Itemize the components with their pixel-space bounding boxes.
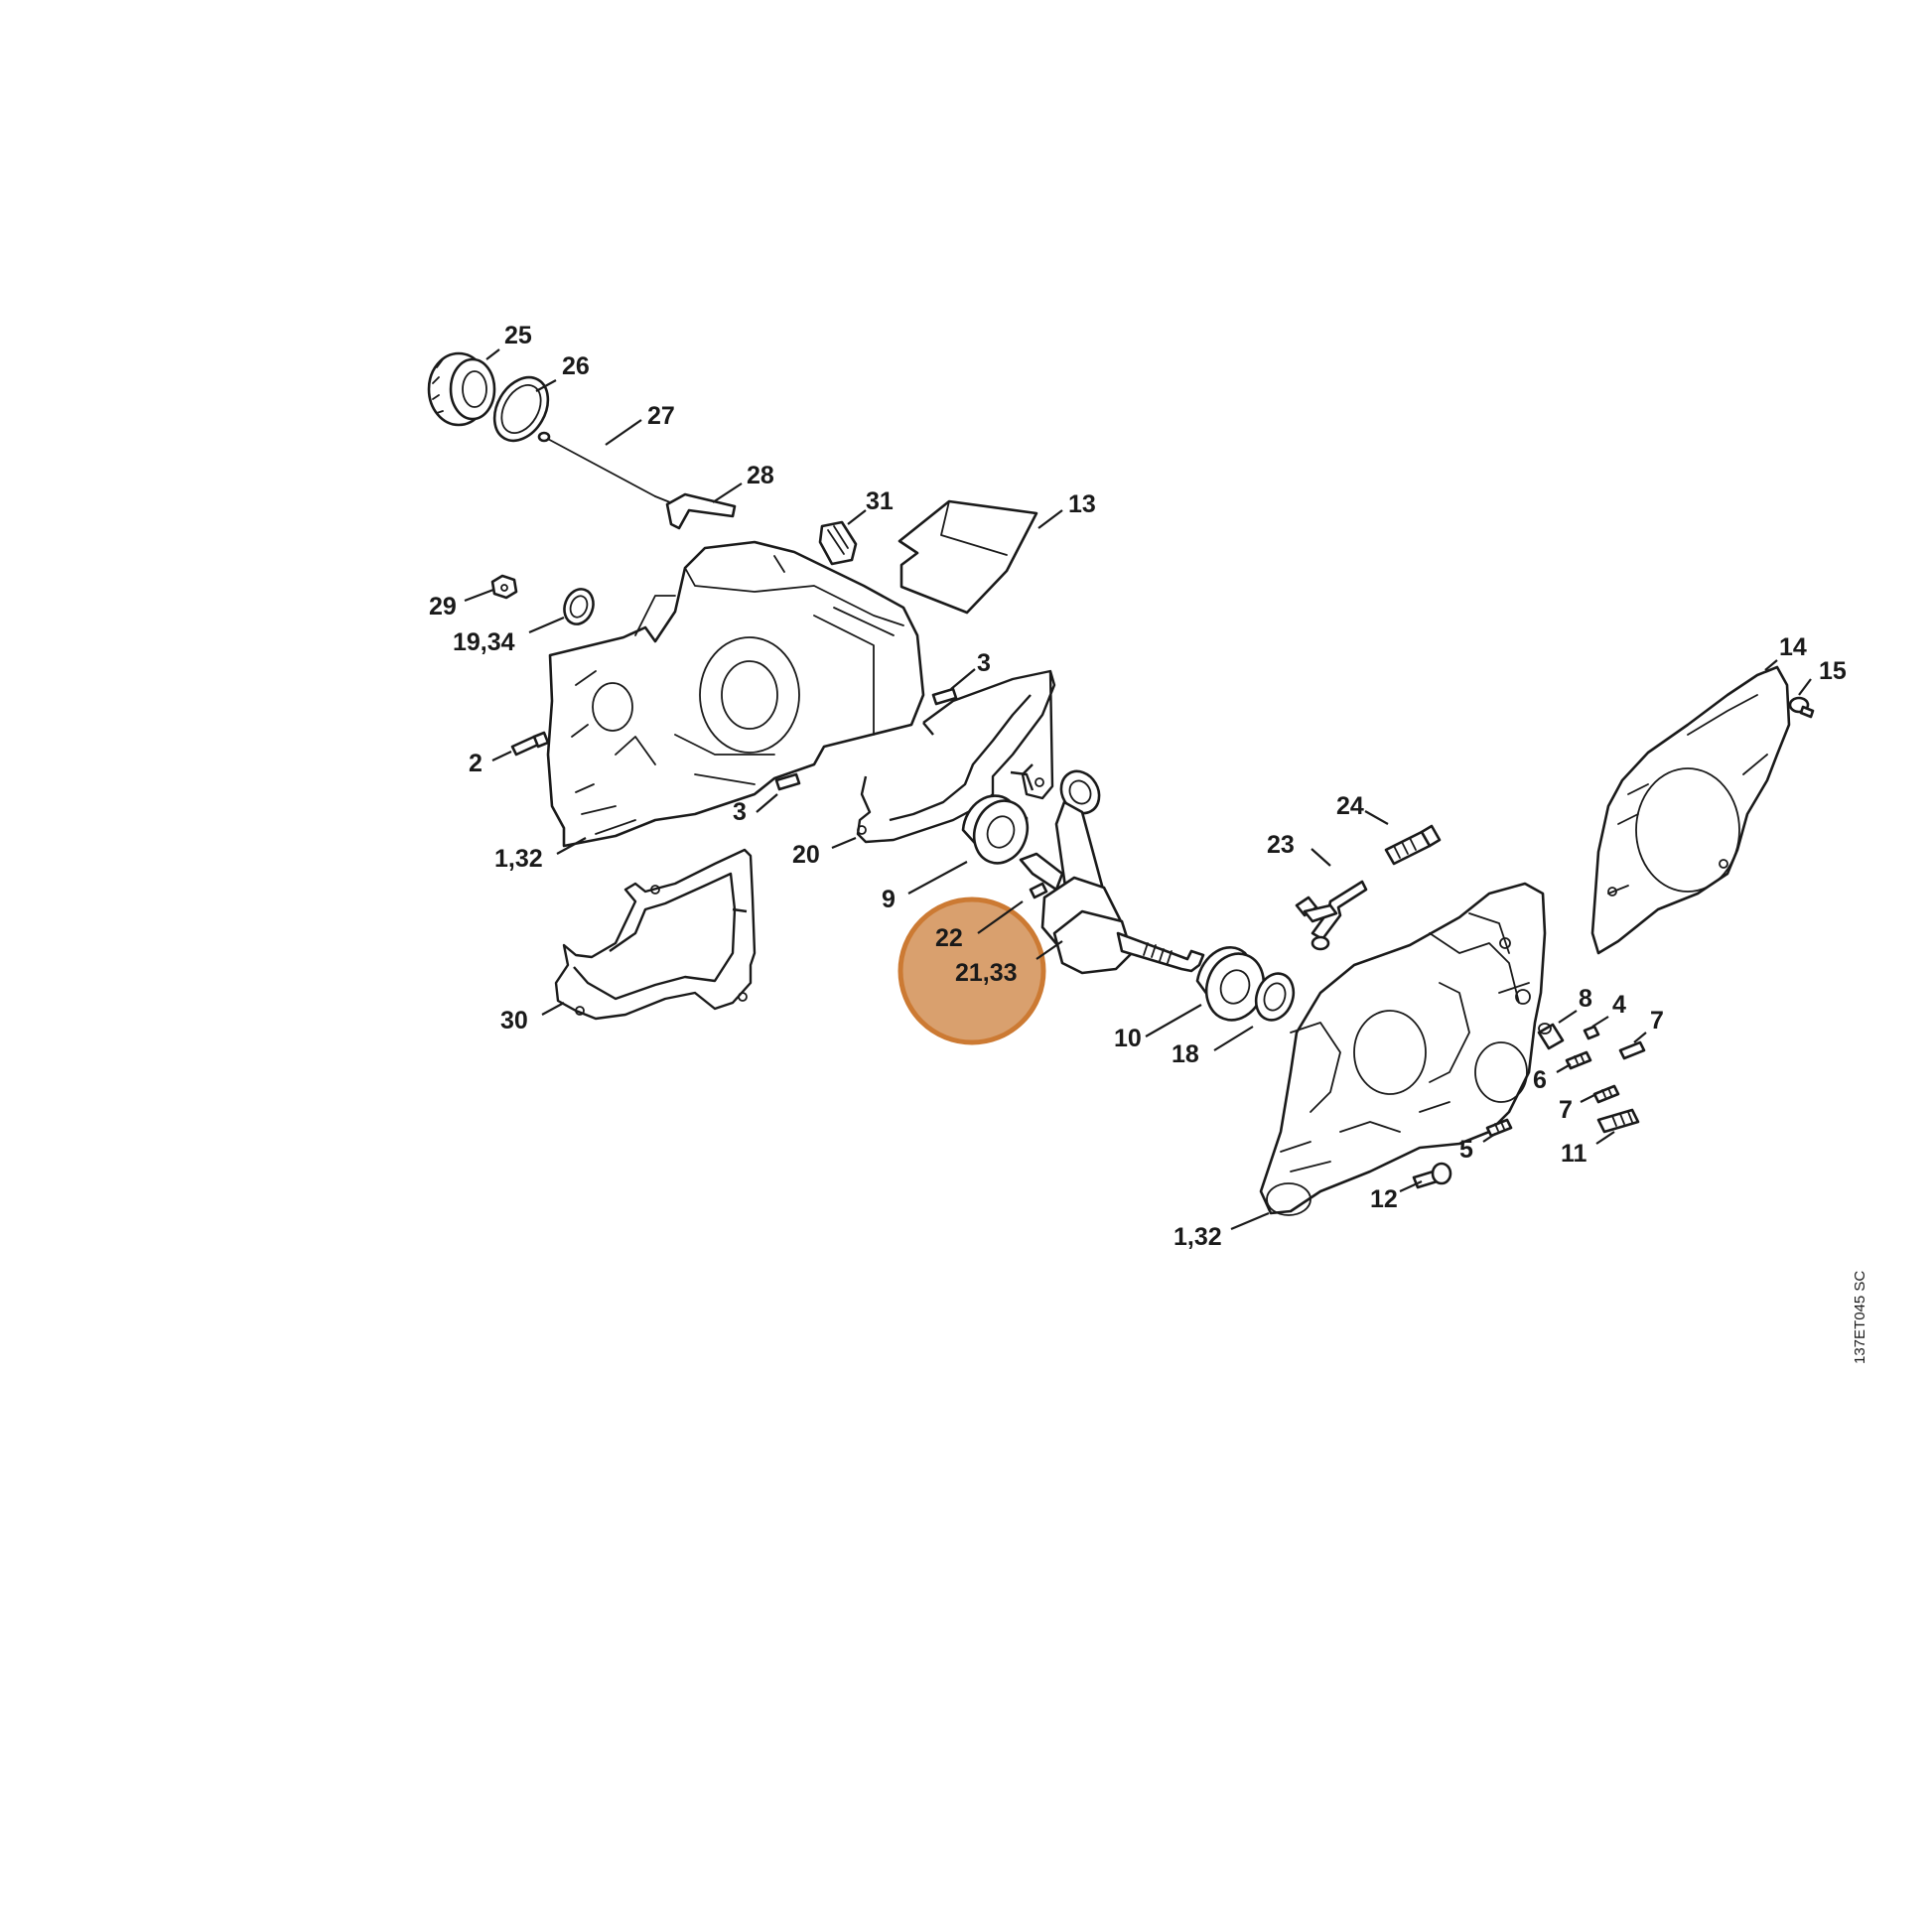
part-31-grommet[interactable] [818,520,858,566]
part-28-clip[interactable] [665,492,737,530]
part-23-oil-line[interactable] [1295,880,1368,951]
label-12[interactable]: 12 [1370,1185,1398,1213]
highlight-marker[interactable] [897,897,1046,1045]
label-5[interactable]: 5 [1459,1136,1473,1164]
part-30-gasket[interactable] [554,848,757,1021]
label-28[interactable]: 28 [747,462,774,489]
label-24[interactable]: 24 [1336,792,1364,820]
label-4[interactable]: 4 [1612,991,1626,1019]
label-7-upper[interactable]: 7 [1650,1007,1664,1035]
label-14[interactable]: 14 [1779,633,1807,661]
part-21-33-crankshaft[interactable] [1019,764,1205,975]
part-12-screw[interactable] [1412,1162,1452,1189]
part-labels: 25 26 27 28 31 13 29 19,34 3 2 3 1,32 20… [429,322,1847,1251]
label-27[interactable]: 27 [647,402,675,430]
part-22-pin[interactable] [1029,882,1048,899]
label-18[interactable]: 18 [1172,1040,1199,1068]
part-13-cover-plate[interactable] [897,499,1038,615]
part-25-cap[interactable] [427,351,496,427]
part-11-stud[interactable] [1596,1108,1640,1134]
part-24-adjusting-screw[interactable] [1384,824,1442,866]
drawing-code: 137ET045 SC [1852,1271,1868,1364]
label-26[interactable]: 26 [562,352,590,380]
label-3-lower[interactable]: 3 [733,798,747,826]
label-7-lower[interactable]: 7 [1559,1096,1573,1124]
crankcase-half-left[interactable] [546,540,925,848]
label-9[interactable]: 9 [882,886,896,913]
part-10-ball-bearing[interactable] [1195,945,1273,1028]
part-7-stud-upper[interactable] [1618,1040,1646,1060]
label-1-32-left[interactable]: 1,32 [494,845,543,873]
label-13[interactable]: 13 [1068,490,1096,518]
label-11[interactable]: 11 [1561,1140,1587,1168]
label-30[interactable]: 30 [500,1007,528,1035]
part-19-34-oil-seal[interactable] [560,585,599,627]
label-15[interactable]: 15 [1819,657,1847,685]
leader-lines [464,348,1812,1231]
part-15-screw[interactable] [1788,696,1815,719]
part-8-bushing[interactable] [1537,1023,1565,1050]
label-31[interactable]: 31 [866,487,894,515]
label-8[interactable]: 8 [1579,985,1592,1013]
label-19-34[interactable]: 19,34 [453,628,515,656]
label-2[interactable]: 2 [469,750,483,777]
label-3-upper[interactable]: 3 [977,649,991,677]
label-1-32-right[interactable]: 1,32 [1173,1223,1222,1251]
label-29[interactable]: 29 [429,593,457,621]
part-5-stud[interactable] [1485,1118,1513,1138]
label-6[interactable]: 6 [1533,1066,1547,1094]
part-4-pin[interactable] [1583,1025,1600,1040]
part-6-stud[interactable] [1565,1050,1592,1070]
part-2-fitting[interactable] [510,731,550,757]
label-23[interactable]: 23 [1267,831,1295,859]
label-21-33[interactable]: 21,33 [955,959,1018,987]
part-18-oil-seal[interactable] [1250,968,1300,1025]
part-26-seal-ring[interactable] [483,368,559,451]
crankcase-half-right[interactable] [1259,882,1547,1216]
part-3-dowel-pin-upper[interactable] [931,687,958,706]
label-22[interactable]: 22 [935,924,963,952]
part-29-nut[interactable] [490,574,518,600]
part-14-side-cover[interactable] [1590,665,1791,955]
label-10[interactable]: 10 [1114,1025,1142,1052]
part-7-stud-lower[interactable] [1592,1084,1620,1104]
part-3-dowel-pin-lower[interactable] [774,772,801,791]
label-20[interactable]: 20 [792,841,820,869]
label-25[interactable]: 25 [504,322,532,349]
part-9-ball-bearing[interactable] [961,793,1035,871]
